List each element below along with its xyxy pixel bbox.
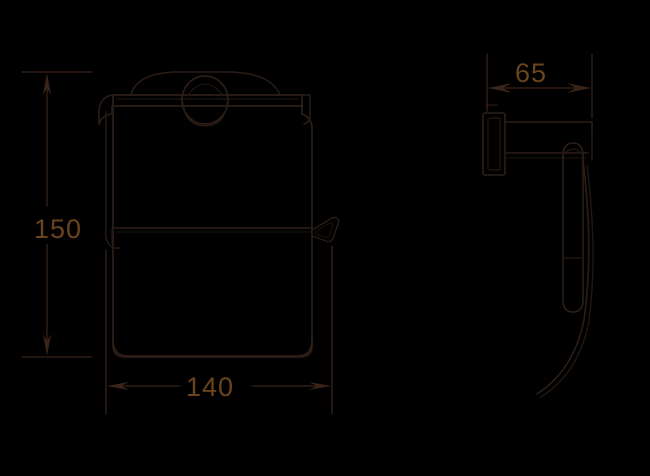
front-top-right-step (301, 94, 311, 125)
side-cover-flap-outline (562, 142, 584, 313)
dimension-150-group (21, 71, 93, 358)
side-cover-sweep-outer (536, 159, 590, 395)
front-bottom-right-corner (296, 339, 313, 357)
dim-150-arrow-top (43, 73, 51, 95)
side-cover-flap-top-detail (565, 148, 581, 153)
dimension-label-150: 150 (34, 214, 82, 244)
front-left-hinge-upper (98, 94, 114, 125)
front-left-hinge-lower (104, 227, 121, 249)
dimension-label-140: 140 (186, 372, 234, 402)
side-wall-plate-cutout (487, 117, 501, 171)
dim-65-arrow-left (488, 83, 512, 93)
dimension-140-group (105, 245, 333, 415)
side-plate-top-connector (486, 104, 498, 114)
front-bottom-left-corner (112, 339, 129, 357)
dim-140-arrow-left (107, 382, 129, 390)
side-view-group (482, 104, 594, 398)
front-knob-highlight-arc (186, 83, 224, 97)
side-wall-plate-outer (482, 112, 506, 176)
front-left-hinge-curve (98, 105, 113, 125)
dim-140-arrow-right (309, 382, 331, 390)
dimension-65-group (486, 53, 593, 119)
front-cover-band (112, 94, 303, 107)
front-right-latch-tab-inner (315, 222, 334, 239)
front-right-latch-tab (311, 216, 340, 243)
front-body-outline (112, 105, 313, 358)
front-knob-inner-arc (182, 102, 228, 127)
side-cover-sweep-inner (540, 165, 594, 398)
dim-150-arrow-bottom (43, 334, 51, 356)
side-arm-top-edge (504, 121, 593, 136)
front-lid-arc (130, 71, 281, 96)
front-knob-outer-circle (181, 75, 229, 125)
front-view-group (98, 71, 340, 358)
dim-65-arrow-right (567, 83, 591, 93)
dimension-label-65: 65 (515, 58, 547, 88)
